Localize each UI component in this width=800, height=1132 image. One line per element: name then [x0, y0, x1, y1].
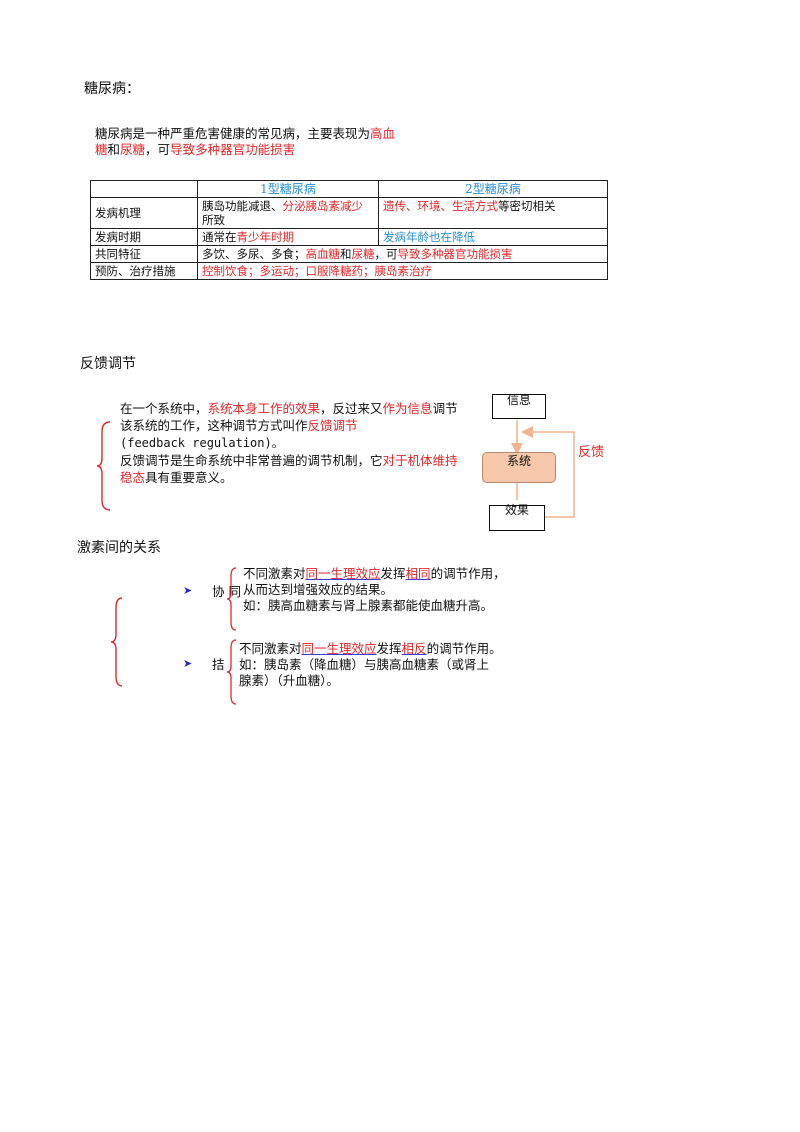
- cell-text: 通常在: [202, 230, 237, 244]
- cell-highlight: 高血糖: [305, 247, 341, 261]
- table-cell: 发病年龄也在降低: [378, 228, 608, 246]
- table-header-cell: [90, 180, 198, 198]
- antagonism-highlight: 同一生理效应: [301, 641, 377, 656]
- outer-brace-icon: [110, 597, 123, 687]
- cell-text: 多饮、多尿、多食；: [202, 247, 306, 261]
- cell-text: ，可: [374, 247, 398, 261]
- cell-highlight: 遗传、环境、生活方式: [383, 199, 498, 213]
- intro-text: ，可: [145, 142, 171, 157]
- table-cell: 控制饮食；多运动；口服降糖药；胰岛素治疗: [197, 262, 608, 280]
- table-row-label: 共同特征: [90, 245, 198, 263]
- synergy-text: 不同激素对同一生理效应发挥相同的调节作用， 从而达到增强效应的结果。 如：胰高血…: [243, 566, 543, 614]
- feedback-text-span: 具有重要意义。: [145, 470, 233, 485]
- table-header-row: 1型糖尿病 2型糖尿病: [90, 180, 608, 198]
- feedback-highlight: 对于机体维持稳态: [120, 453, 458, 485]
- table-row: 发病时期 通常在青少年时期 发病年龄也在降低: [90, 228, 608, 246]
- table-row-label: 发病时期: [90, 228, 198, 246]
- intro-highlight: 尿糖: [120, 142, 146, 157]
- cell-highlight: 分泌胰岛素减少: [282, 199, 364, 213]
- synergy-text-span: 不同激素对: [243, 566, 306, 581]
- antagonism-text-span: 的调节作用。: [426, 641, 502, 656]
- antagonism-text: 不同激素对同一生理效应发挥相反的调节作用。 如：胰岛素（降血糖）与胰高血糖素（或…: [239, 641, 539, 689]
- cell-text: 胰岛功能减退、: [202, 199, 283, 213]
- synergy-text-span: 的调节作用，: [430, 566, 506, 581]
- feedback-text-span: (feedback regulation)。: [120, 436, 284, 450]
- left-brace-icon: [96, 421, 111, 511]
- synergy-text-span: 发挥: [380, 566, 406, 581]
- intro-highlight: 糖: [95, 142, 108, 157]
- table-row-label: 预防、治疗措施: [90, 262, 198, 280]
- antagonism-brace-icon: [226, 639, 237, 705]
- feedback-text-span: 反馈调节是生命系统中非常普遍的调节机制，它: [120, 453, 383, 468]
- info-box: 信息: [492, 394, 546, 419]
- system-box: 系统: [482, 452, 556, 483]
- table-cell: 胰岛功能减退、分泌胰岛素减少所致: [197, 197, 379, 229]
- feedback-text-span: ，反过来又: [320, 401, 383, 416]
- synergy-brace-icon: [226, 567, 237, 631]
- synergy-text-span: 如：胰高血糖素与肾上腺素都能使血糖升高。: [243, 598, 494, 613]
- antagonism-text-span: 发挥: [376, 641, 402, 656]
- feedback-highlight: 系统本身工作的效果: [207, 401, 321, 416]
- feedback-diagram: [511, 420, 575, 518]
- table-cell: 通常在青少年时期: [197, 228, 379, 246]
- synergy-highlight: 同一生理效应: [305, 566, 381, 581]
- antagonism-label: 拮: [212, 657, 225, 672]
- table-cell: 遗传、环境、生活方式等密切相关: [378, 197, 608, 229]
- antagonism-text-span: 如：胰岛素（降血糖）与胰高血糖素（或肾上: [239, 657, 490, 672]
- cell-highlight: 青少年时期: [236, 230, 295, 244]
- cell-text: 所致: [202, 213, 225, 227]
- feedback-loop-arrow: [521, 426, 575, 518]
- intro-highlight: 高血: [370, 126, 396, 141]
- feedback-highlight: 作为信息: [382, 401, 433, 416]
- feedback-highlight: 反馈调节: [307, 418, 358, 433]
- antagonism-text-span: 不同激素对: [239, 641, 302, 656]
- cell-highlight: 导致多种器官功能损害: [397, 247, 513, 261]
- table-header-cell: 1型糖尿病: [197, 180, 379, 198]
- feedback-text-span: 在一个系统中，: [120, 401, 208, 416]
- table-row-label: 发病机理: [90, 197, 198, 229]
- intro-highlight: 导致多种器官功能损害: [170, 142, 296, 157]
- table-header-cell: 2型糖尿病: [378, 180, 608, 198]
- synergy-highlight: 相同: [405, 566, 431, 581]
- arrow-bullet-icon: ➤: [183, 657, 193, 670]
- antagonism-text-span: 腺素）（升血糖）。: [239, 673, 340, 688]
- intro-text: 糖尿病是一种严重危害健康的常见病，主要表现为: [95, 126, 371, 141]
- cell-text: 等密切相关: [498, 199, 556, 213]
- synergy-text-span: 从而达到增强效应的结果。: [243, 582, 394, 597]
- table-row: 共同特征 多饮、多尿、多食；高血糖和尿糖，可导致多种器官功能损害: [90, 245, 608, 263]
- antagonism-highlight: 相反: [401, 641, 427, 656]
- table-row: 预防、治疗措施 控制饮食；多运动；口服降糖药；胰岛素治疗: [90, 262, 608, 280]
- intro-text: 和: [107, 142, 121, 157]
- effect-box: 效果: [489, 504, 545, 531]
- table-row: 发病机理 胰岛功能减退、分泌胰岛素减少所致 遗传、环境、生活方式等密切相关: [90, 197, 608, 229]
- cell-text: 和: [340, 247, 352, 261]
- arrow-bullet-icon: ➤: [183, 584, 193, 597]
- diabetes-title: 糖尿病：: [84, 81, 140, 97]
- diabetes-intro: 糖尿病是一种严重危害健康的常见病，主要表现为高血 糖和尿糖，可导致多种器官功能损…: [95, 126, 455, 158]
- hormones-title: 激素间的关系: [77, 540, 161, 556]
- feedback-text: 在一个系统中，系统本身工作的效果，反过来又作为信息调节该系统的工作，这种调节方式…: [120, 400, 460, 486]
- feedback-text-span: 调节该系统的工作，这种调节方式叫作: [120, 401, 458, 433]
- feedback-label: 反馈: [578, 445, 605, 460]
- diabetes-table: 1型糖尿病 2型糖尿病 发病机理 胰岛功能减退、分泌胰岛素减少所致 遗传、环境、…: [90, 180, 608, 280]
- table-cell: 多饮、多尿、多食；高血糖和尿糖，可导致多种器官功能损害: [197, 245, 608, 263]
- cell-highlight: 尿糖: [351, 247, 375, 261]
- feedback-title: 反馈调节: [80, 356, 136, 372]
- synergy-label: 协 同: [212, 584, 241, 599]
